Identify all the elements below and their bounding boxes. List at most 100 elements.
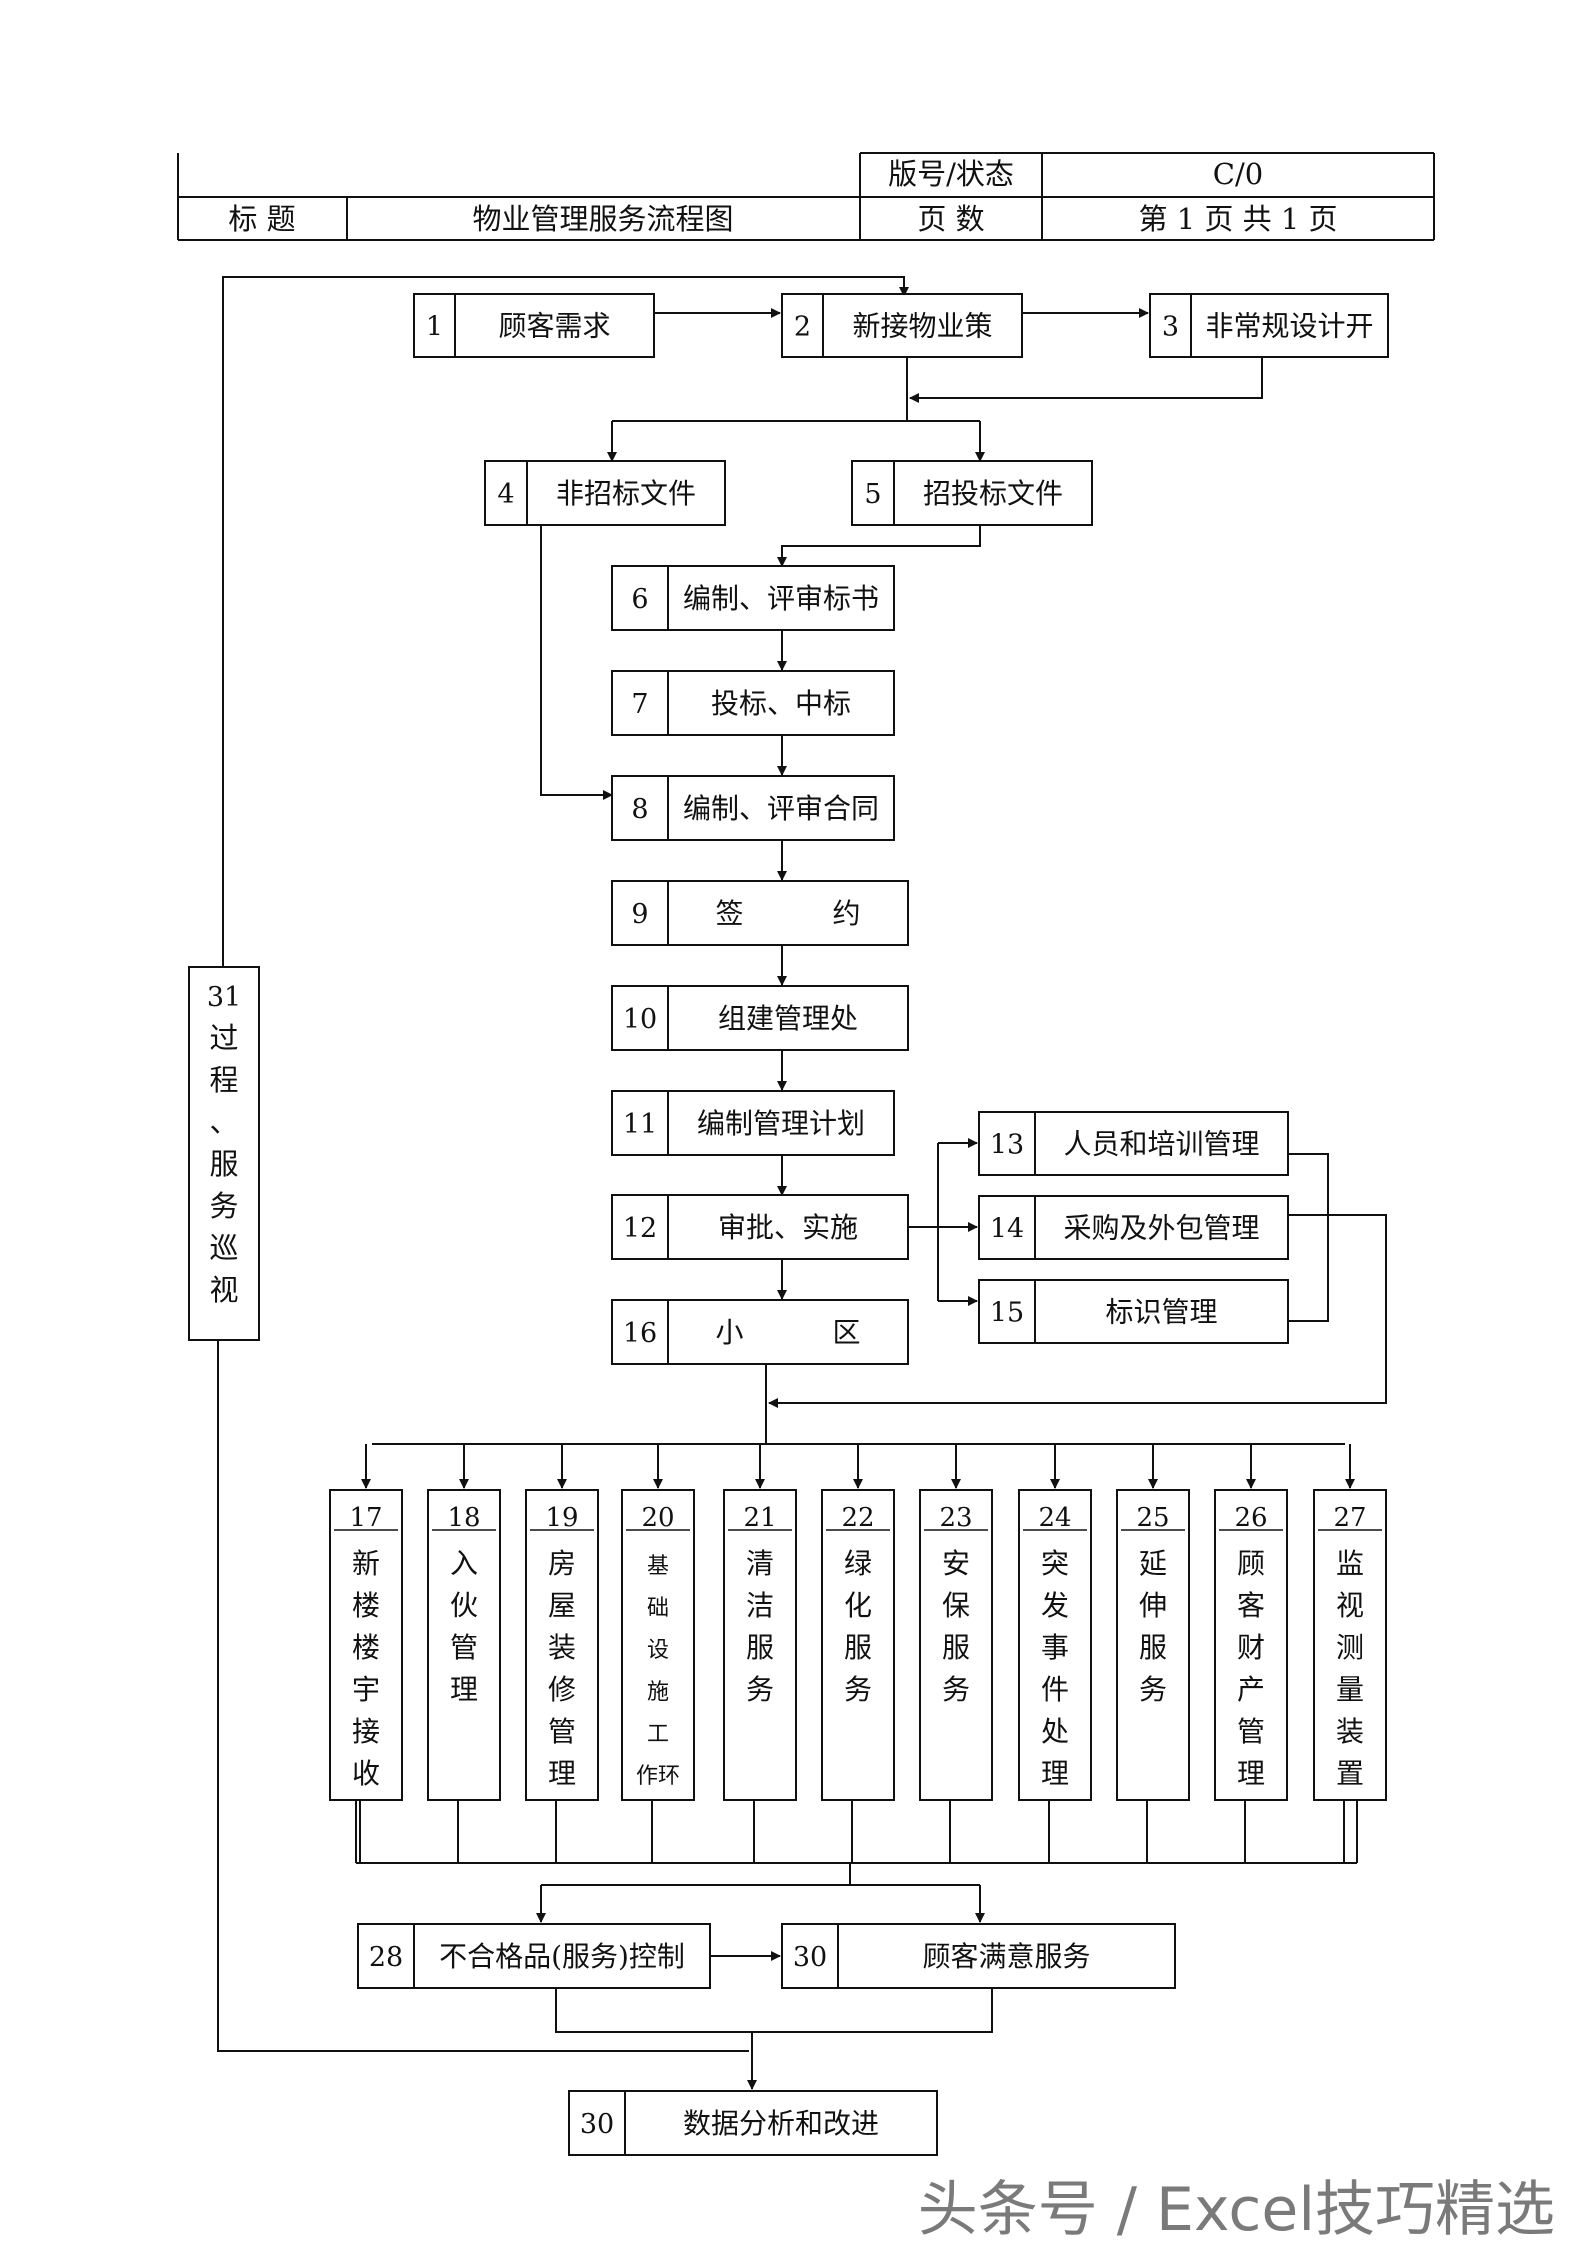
step-box-8: 8 编制、评审合同 [611, 775, 895, 841]
connector-3-return [909, 357, 1263, 403]
service-char: 屋 [548, 1589, 576, 1622]
step-label: 人员和培训管理 [1063, 1128, 1259, 1161]
service-char: 洁 [746, 1589, 774, 1622]
service-char: 宇 [352, 1673, 380, 1706]
service-number: 18 [447, 1503, 480, 1533]
patrol-char: 程 [209, 1063, 238, 1097]
service-char: 新 [352, 1547, 380, 1580]
service-number: 19 [545, 1503, 578, 1533]
step-label: 审批、实施 [718, 1211, 858, 1244]
step-number: 8 [631, 794, 648, 825]
step-label: 编制管理计划 [697, 1107, 865, 1140]
step-box-frame [357, 1923, 711, 1989]
header-table [177, 152, 1435, 241]
step-box-11: 11 编制管理计划 [611, 1090, 895, 1156]
step-box-15: 15 标识管理 [978, 1279, 1289, 1344]
step-number: 30 [580, 2109, 614, 2140]
service-box-frame [1116, 1489, 1190, 1801]
pages-label: 页 数 [917, 202, 984, 236]
service-char: 管 [548, 1715, 576, 1748]
step-box-frame [781, 1923, 1176, 1989]
service-char: 监 [1336, 1547, 1364, 1580]
step-number: 4 [497, 479, 514, 510]
service-box-frame [427, 1489, 501, 1801]
step-number: 13 [990, 1130, 1024, 1161]
service-number: 24 [1038, 1503, 1071, 1533]
connector-14-return [768, 1214, 1387, 1408]
step-number: 10 [623, 1004, 657, 1035]
service-char: 视 [1336, 1589, 1364, 1622]
step-label: 标识管理 [1105, 1296, 1217, 1329]
patrol-number: 31 [207, 982, 241, 1013]
service-number: 20 [641, 1503, 674, 1533]
service-char: 收 [352, 1757, 380, 1790]
service-char: 安 [942, 1547, 970, 1580]
step-number: 16 [623, 1318, 657, 1349]
connectors [217, 276, 1387, 2090]
pages-value: 第 1 页 共 1 页 [1139, 202, 1338, 236]
service-char: 绿 [844, 1547, 872, 1580]
title-value: 物业管理服务流程图 [472, 202, 733, 236]
step-box-frame [611, 565, 895, 631]
step-number: 14 [990, 1214, 1024, 1245]
step-number: 9 [631, 899, 648, 930]
service-char: 理 [450, 1673, 478, 1706]
step-label: 编制、评审合同 [683, 792, 879, 825]
service-char: 客 [1237, 1589, 1265, 1622]
connector-patrol-to-analysis [217, 1340, 749, 2052]
service-char: 理 [1237, 1757, 1265, 1790]
service-char: 伸 [1139, 1589, 1167, 1622]
step-box-frame [611, 985, 909, 1051]
service-number: 17 [349, 1503, 382, 1533]
service-box-frame [621, 1489, 695, 1801]
step-number: 28 [369, 1942, 403, 1973]
service-char: 清 [746, 1547, 774, 1580]
service-char: 量 [1336, 1673, 1364, 1706]
step-number: 15 [990, 1298, 1024, 1329]
service-box-frame [919, 1489, 993, 1801]
patrol-char: 、 [209, 1105, 238, 1139]
service-char: 财 [1237, 1631, 1265, 1664]
service-char: 置 [1336, 1757, 1364, 1790]
service-char: 入 [450, 1547, 478, 1580]
service-char: 事 [1041, 1631, 1069, 1664]
patrol-char: 过 [209, 1021, 238, 1055]
service-box-frame [821, 1489, 895, 1801]
step-box-frame [611, 880, 909, 946]
step-number: 11 [623, 1109, 657, 1140]
step-box-frame [978, 1195, 1289, 1260]
service-number: 25 [1136, 1503, 1169, 1533]
service-char: 服 [844, 1631, 872, 1664]
step-label: 小 区 [715, 1316, 860, 1349]
step-label: 招投标文件 [923, 477, 1063, 510]
service-char: 延 [1139, 1547, 1167, 1580]
service-number: 26 [1234, 1503, 1267, 1533]
service-char: 作环 [636, 1764, 680, 1789]
service-char: 理 [1041, 1757, 1069, 1790]
service-char: 装 [548, 1631, 576, 1664]
service-box-frame [723, 1489, 797, 1801]
service-char: 产 [1237, 1673, 1265, 1706]
service-char: 突 [1041, 1547, 1069, 1580]
title-label: 标 题 [228, 202, 295, 236]
service-char: 务 [1139, 1673, 1167, 1706]
step-number: 5 [864, 479, 881, 510]
